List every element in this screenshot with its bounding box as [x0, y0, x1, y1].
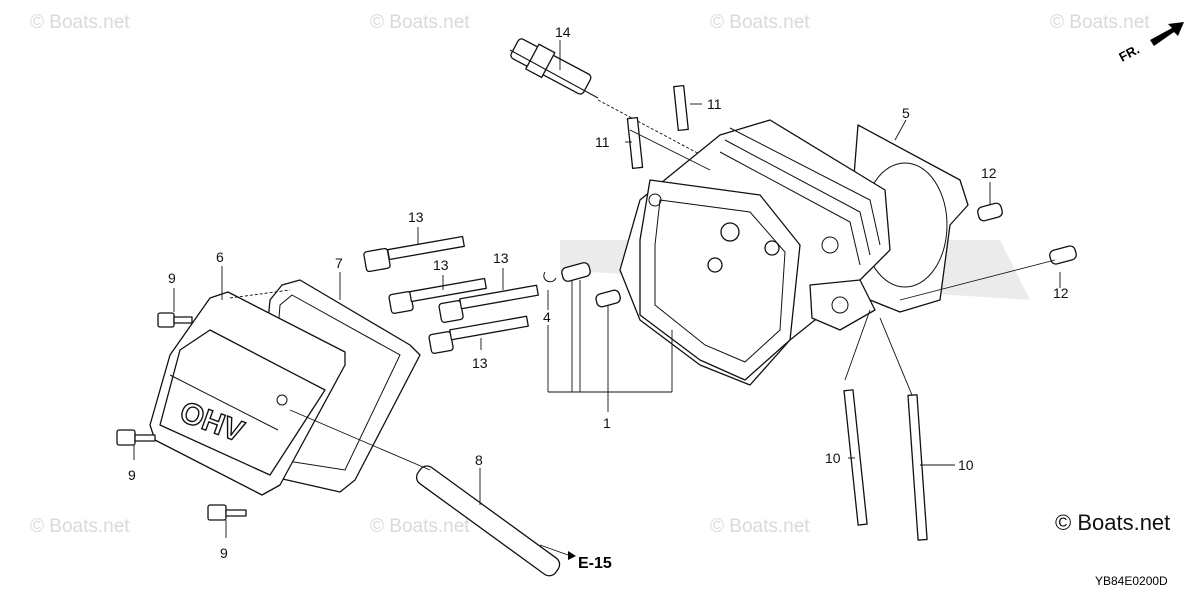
callout-13: 13: [433, 257, 449, 273]
head-bolt[interactable]: [363, 235, 465, 273]
cylinder-head-cover[interactable]: OHV: [149, 291, 346, 496]
diagram-code: YB84E0200D: [1095, 574, 1168, 588]
callout-4: 4: [543, 309, 551, 325]
head-bolt[interactable]: [428, 315, 529, 354]
callout-13: 13: [493, 250, 509, 266]
leader-line: [844, 309, 871, 381]
reference-label: E-15: [578, 555, 612, 572]
callout-9: 9: [220, 545, 228, 561]
callout-6: 6: [216, 249, 224, 265]
callout-10: 10: [958, 457, 974, 473]
valve-clip[interactable]: [543, 271, 557, 283]
callout-numbers: 14 11 11 5 12 12 13 13 13 13 4 1 9 6 7 9…: [128, 24, 1069, 561]
leader-line: [899, 259, 1056, 301]
leader-lines: [133, 103, 1061, 538]
head-bolt[interactable]: [388, 277, 487, 314]
callout-1: 1: [603, 415, 611, 431]
dowel-pin-gasket[interactable]: [977, 202, 1004, 222]
callout-13: 13: [472, 355, 488, 371]
callout-14: 14: [555, 24, 571, 40]
callout-9: 9: [168, 270, 176, 286]
long-stud-right[interactable]: [907, 394, 928, 541]
head-bolt[interactable]: [438, 284, 539, 323]
spark-plug[interactable]: [509, 38, 599, 99]
flange-bolt[interactable]: [207, 504, 247, 521]
dowel-pin-head[interactable]: [1049, 245, 1078, 265]
watermark: © Boats.net: [710, 516, 810, 537]
callout-10: 10: [825, 450, 841, 466]
leader-line: [539, 544, 569, 556]
leader-line: [289, 409, 431, 471]
front-direction-label: FR.: [1116, 42, 1142, 65]
stud-bolt-left[interactable]: [626, 116, 644, 170]
callout-11: 11: [707, 96, 722, 112]
dowel-pin[interactable]: [561, 262, 592, 283]
watermark: © Boats.net: [370, 12, 470, 33]
stud-bolt-upper[interactable]: [673, 84, 689, 132]
callout-8: 8: [475, 452, 483, 468]
cylinder-head[interactable]: [619, 119, 891, 386]
callout-7: 7: [335, 255, 343, 271]
watermark: © Boats.net: [370, 516, 470, 537]
dowel-pin[interactable]: [595, 289, 622, 308]
watermark: © Boats.net: [30, 12, 130, 33]
brand-label: © Boats.net: [1055, 510, 1170, 535]
callout-5: 5: [902, 105, 910, 121]
callout-13: 13: [408, 209, 424, 225]
leader-line: [879, 317, 913, 396]
watermark: © Boats.net: [30, 516, 130, 537]
long-stud-left[interactable]: [843, 389, 868, 526]
watermark: © Boats.net: [710, 12, 810, 33]
callout-11: 11: [595, 134, 610, 150]
flange-bolt[interactable]: [116, 429, 156, 446]
callout-12: 12: [1053, 285, 1069, 301]
breather-tube[interactable]: [413, 463, 562, 579]
watermark-layer: © Boats.net © Boats.net © Boats.net © Bo…: [30, 12, 1150, 537]
reference-arrow: [568, 551, 576, 560]
flange-bolt[interactable]: [157, 312, 193, 328]
callout-9: 9: [128, 467, 136, 483]
callout-12: 12: [981, 165, 997, 181]
watermark: © Boats.net: [1050, 12, 1150, 33]
